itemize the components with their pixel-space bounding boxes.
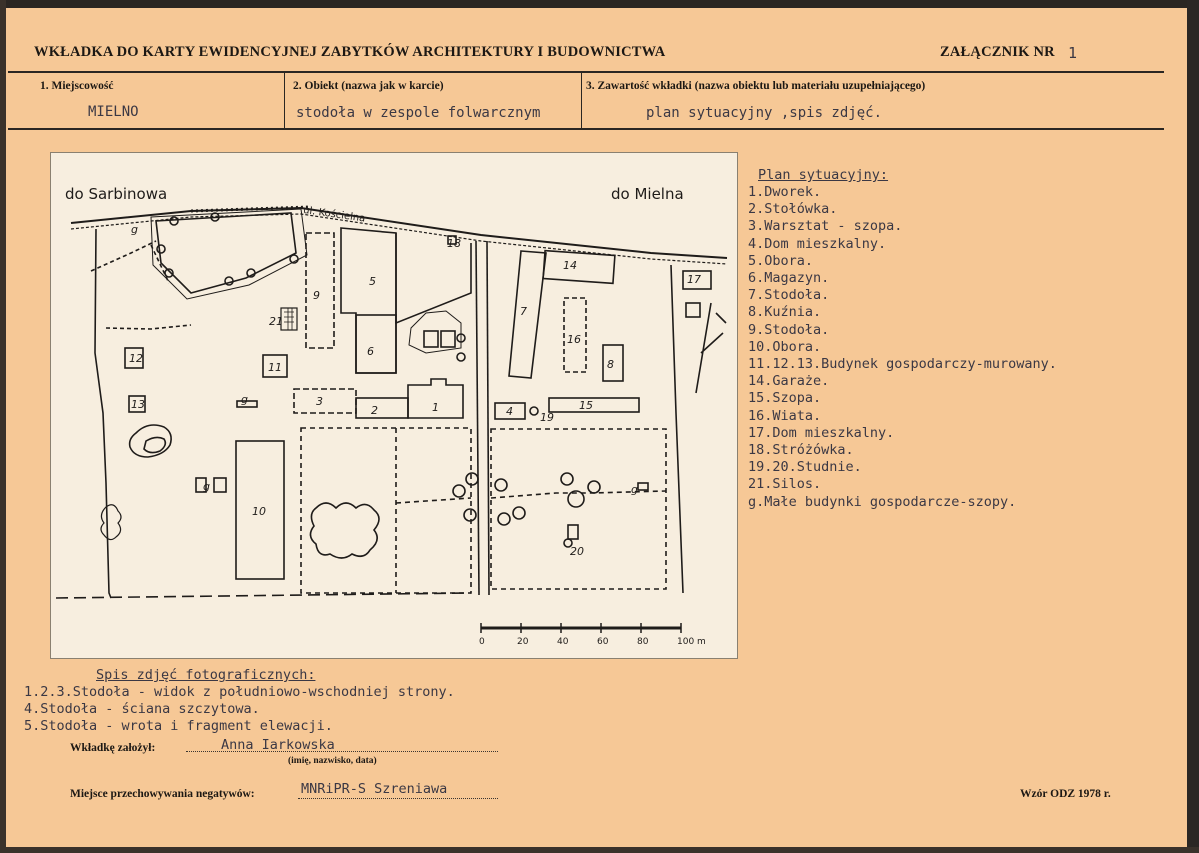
scale-tick-label: 100 m (677, 637, 706, 647)
legend-item: 14.Garaże. (748, 373, 830, 390)
site-plan-drawing (55, 205, 728, 633)
legend-item: 19.20.Studnie. (748, 459, 862, 476)
header-rule (8, 71, 1164, 73)
legend-item: 17.Dom mieszkalny. (748, 424, 895, 441)
scan-edge-right (1187, 0, 1199, 853)
legend-item: 9.Stodoła. (748, 321, 830, 338)
scale-tick-label: 40 (557, 637, 569, 647)
storage-label: Miejsce przechowywania negatywów: (70, 788, 255, 800)
small-building-label: g (631, 483, 638, 496)
legend-item: 1.Dworek. (748, 184, 822, 200)
founder-value: Anna Iarkowska (221, 737, 335, 753)
building-number: 11 (268, 361, 282, 374)
photos-list: 1.2.3.Stodoła - widok z południowo-wscho… (24, 684, 455, 736)
small-building-label: g (203, 480, 210, 493)
building-number: 8 (607, 358, 614, 371)
small-building-label: g (241, 393, 248, 406)
storage-value: MNRiPR-S Szreniawa (301, 781, 448, 797)
building-number: 14 (563, 259, 577, 272)
legend-item: 21.Silos. (748, 476, 822, 493)
map-label-east: do Mielna (611, 185, 684, 203)
photo-item: 4.Stodoła - ściana szczytowa. (24, 701, 260, 718)
storage-line (298, 798, 498, 799)
map-label-west: do Sarbinowa (65, 185, 168, 203)
legend-item: 8.Kuźnia. (748, 304, 822, 321)
building-number: 3 (316, 395, 323, 408)
content-value: plan sytuacyjny ,spis zdjęć. (646, 105, 883, 121)
legend-item: 2.Stołówka. (748, 201, 838, 218)
legend-item: 4.Dom mieszkalny. (748, 235, 887, 252)
building-number: 17 (687, 273, 701, 286)
building-number: 10 (252, 505, 266, 518)
building-number: 18 (447, 237, 461, 250)
object-value: stodoła w zespole folwarcznym (296, 105, 541, 121)
building-number: 21 (269, 315, 283, 328)
legend-item: g.Małe budynki gospodarcze-szopy. (748, 493, 1017, 510)
building-number: 19 (540, 411, 554, 424)
locality-label: 1. Miejscowość (40, 80, 114, 92)
building-number: 12 (129, 352, 143, 365)
building-number: 20 (570, 545, 584, 558)
legend-item: 16.Wiata. (748, 407, 822, 424)
legend-item: 15.Szopa. (748, 390, 822, 407)
scan-edge-left (0, 0, 6, 853)
form-code: Wzór ODZ 1978 r. (1020, 788, 1111, 800)
legend-list: 1.Dworek.2.Stołówka.3.Warsztat - szopa.4… (748, 184, 1057, 511)
building-number: 7 (520, 305, 527, 318)
content-label: 3. Zawartość wkładki (nazwa obiektu lub … (586, 80, 926, 92)
scan-edge-bottom (0, 847, 1199, 853)
small-building-label: g (131, 223, 138, 236)
scale-tick-label: 0 (479, 637, 485, 647)
building-number: 9 (313, 289, 320, 302)
building-number: 4 (506, 405, 513, 418)
building-number: 2 (371, 404, 378, 417)
building-number: 5 (369, 275, 376, 288)
legend-item: 18.Stróżówka. (748, 442, 854, 459)
legend-item: 3.Warsztat - szopa. (748, 218, 903, 235)
fields-rule (8, 128, 1164, 130)
legend-item: 11.12.13.Budynek gospodarczy-murowany. (748, 356, 1057, 373)
building-number: 15 (579, 399, 593, 412)
photo-item: 1.2.3.Stodoła - widok z południowo-wscho… (24, 684, 455, 700)
building-number: 1 (432, 401, 439, 414)
building-number: 6 (367, 345, 374, 358)
locality-value: MIELNO (88, 104, 139, 120)
building-number: 16 (567, 333, 581, 346)
legend-item: 5.Obora. (748, 252, 814, 269)
field-divider-2 (581, 73, 582, 128)
legend-title: Plan sytuacyjny: (758, 167, 889, 183)
legend-item: 10.Obora. (748, 338, 822, 355)
form-title: WKŁADKA DO KARTY EWIDENCYJNEJ ZABYTKÓW A… (34, 44, 666, 60)
attachment-number: 1 (1068, 44, 1078, 62)
field-divider-1 (284, 73, 285, 128)
founder-note: (imię, nazwisko, data) (288, 756, 377, 766)
building-number: 13 (131, 398, 145, 411)
object-label: 2. Obiekt (nazwa jak w karcie) (293, 80, 444, 92)
scale-ticks: 0 20 40 60 80 100 m (51, 153, 737, 658)
legend-item: 7.Stodoła. (748, 287, 830, 304)
scan-edge-top (0, 0, 1199, 8)
founder-label: Wkładkę założył: (70, 742, 156, 754)
attachment-label: ZAŁĄCZNIK NR (940, 44, 1055, 60)
scale-tick-label: 60 (597, 637, 609, 647)
scale-tick-label: 80 (637, 637, 649, 647)
founder-line (186, 751, 498, 752)
scale-tick-label: 20 (517, 637, 529, 647)
legend-item: 6.Magazyn. (748, 270, 830, 287)
photos-title: Spis zdjęć fotograficznych: (96, 667, 316, 683)
photo-item: 5.Stodoła - wrota i fragment elewacji. (24, 718, 333, 735)
